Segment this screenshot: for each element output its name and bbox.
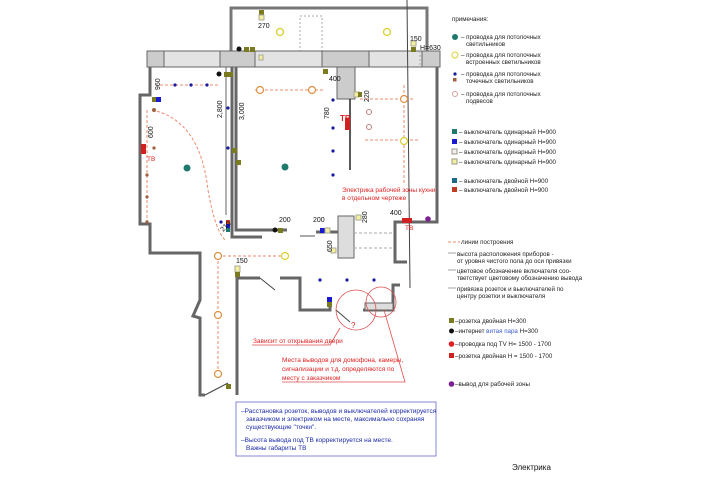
dim-780: 780 — [324, 107, 331, 119]
footnote-line: Важны габариты ТВ — [246, 444, 306, 452]
walls — [138, 0, 441, 397]
question-mark: ? — [351, 321, 356, 330]
door-note: Зависит от открывания двери — [253, 338, 343, 345]
legend-text: – выключатель двойной H=900 — [459, 178, 549, 185]
legend-text: –розетка двойная H = 1500 - 1700 — [455, 353, 553, 360]
blue-dot-icon — [453, 72, 457, 76]
intercom-note: сигнализации и т.д. определяются по — [282, 366, 395, 373]
dim-600: 600 — [148, 126, 155, 138]
legend-text: H=300 — [518, 328, 539, 335]
column — [336, 66, 356, 100]
legend: примечания: – проводка для потолочных св… — [448, 16, 583, 388]
dimensions: 270 150 H=630 960 2,800 3,000 600 780 22… — [148, 23, 441, 265]
dim-400: 400 — [390, 210, 402, 217]
legend-text: линии построения — [461, 239, 513, 246]
double-switch-icon — [452, 178, 457, 183]
internet-icon — [449, 328, 454, 334]
left-room-wall — [138, 67, 202, 258]
teal-circle-icon — [452, 34, 458, 40]
switch-icon — [451, 158, 458, 165]
dim-150: 150 — [236, 258, 248, 265]
dim-200: 200 — [279, 217, 291, 224]
legend-text: привязка розеток и выключателей по — [457, 286, 564, 293]
legend-text: центру розетки и выключателя — [457, 293, 545, 300]
dim-220: 220 — [364, 90, 371, 102]
legend-text: от уровня чистого пола до оси привязки — [457, 258, 572, 265]
legend-text: – выключатель одинарный H=900 — [459, 139, 557, 146]
partition-block — [337, 215, 355, 259]
dim-2800: 2,800 — [217, 100, 224, 118]
tv-label: ТВ — [147, 156, 155, 163]
legend-text: –проводка под TV H= 1500 - 1700 — [455, 341, 552, 348]
legend-text: –розетка двойная H=300 — [455, 318, 527, 325]
pink-ring-icon — [452, 91, 458, 97]
legend-text: светильников — [466, 41, 506, 48]
tv-wiring-icon — [448, 341, 455, 347]
legend-text: – выключатель одинарный H=900 — [459, 159, 557, 166]
legend-text: – проводка для потолочных — [461, 71, 542, 78]
outer-wall-top — [146, 50, 441, 68]
dim-h630: H=630 — [420, 45, 441, 52]
fixtures — [141, 10, 431, 389]
footnote-line: заказчиком и электриком на месте, максим… — [246, 416, 425, 423]
yellow-ring-icon — [451, 51, 459, 59]
intercom-note: месту с заказчиком — [282, 375, 341, 382]
legend-text: – проводка для потолочных — [461, 52, 542, 59]
legend-text: витая пара — [486, 328, 518, 335]
ceiling-light-teal — [281, 163, 289, 171]
footnote-line: существующие "точки". — [246, 424, 316, 431]
double-switch-icon — [452, 187, 457, 192]
dim-650: 650 — [327, 240, 334, 252]
legend-text: –вывод для рабочей зоны — [455, 381, 531, 388]
legend-text: – проводка для потолочных — [461, 91, 542, 98]
dim-280: 280 — [362, 211, 369, 223]
switch-icon — [451, 148, 458, 155]
brown-square-icon — [453, 78, 457, 82]
legend-text: встроенных светильников — [466, 59, 541, 66]
legend-text: высота расположения приборов - — [457, 251, 554, 258]
legend-text: – выключатель двойной H=900 — [459, 187, 549, 194]
workzone-outlet-icon — [448, 381, 455, 387]
outlet-icon — [449, 318, 454, 323]
sheet-title: Электрика — [512, 463, 551, 472]
dim-200: 200 — [313, 217, 325, 224]
legend-text: подвесов — [466, 98, 494, 105]
ceiling-light-teal — [183, 164, 191, 172]
tv-label: ТВ — [340, 114, 351, 123]
footnote-line: –Расстановка розеток, выводов и выключат… — [241, 407, 437, 415]
tv-label: ТВ — [405, 225, 413, 232]
dim-150: 150 — [410, 36, 422, 43]
legend-text: – выключатель одинарный H=900 — [459, 129, 557, 136]
switch-icon — [452, 139, 457, 144]
dim-960: 960 — [155, 78, 162, 90]
intercom-note: Места выводов для домофона, камеры, — [282, 357, 403, 364]
outlet-icon — [449, 353, 454, 358]
kitchen-note: Электрика рабочей зоны кухни — [342, 186, 436, 194]
legend-text: – проводка для потолочных — [461, 34, 542, 41]
svg-text:–интернет витая пара H=300: –интернет витая пара H=300 — [455, 328, 539, 335]
dim-3000: 3,000 — [239, 102, 246, 120]
legend-text: цветовое обозначение включателя соо- — [457, 268, 571, 275]
dim-270: 270 — [258, 23, 270, 30]
footnote-box: –Расстановка розеток, выводов и выключат… — [235, 401, 437, 457]
dim-400: 400 — [329, 76, 341, 83]
legend-title: примечания: — [452, 16, 489, 23]
kitchen-note: в отдельном чертеже — [342, 195, 407, 202]
footnote-line: –Высота вывода под ТВ корректируется на … — [241, 437, 393, 444]
switch-icon — [452, 129, 457, 134]
callouts: ? Зависит от открывания двери Места выво… — [252, 286, 406, 383]
legend-text: – выключатель одинарный H=900 — [459, 149, 557, 156]
legend-text: точечных светильников — [466, 78, 534, 85]
legend-text: –интернет — [455, 328, 486, 335]
legend-text: тветствует цветовому обозначению вывода — [457, 275, 583, 282]
